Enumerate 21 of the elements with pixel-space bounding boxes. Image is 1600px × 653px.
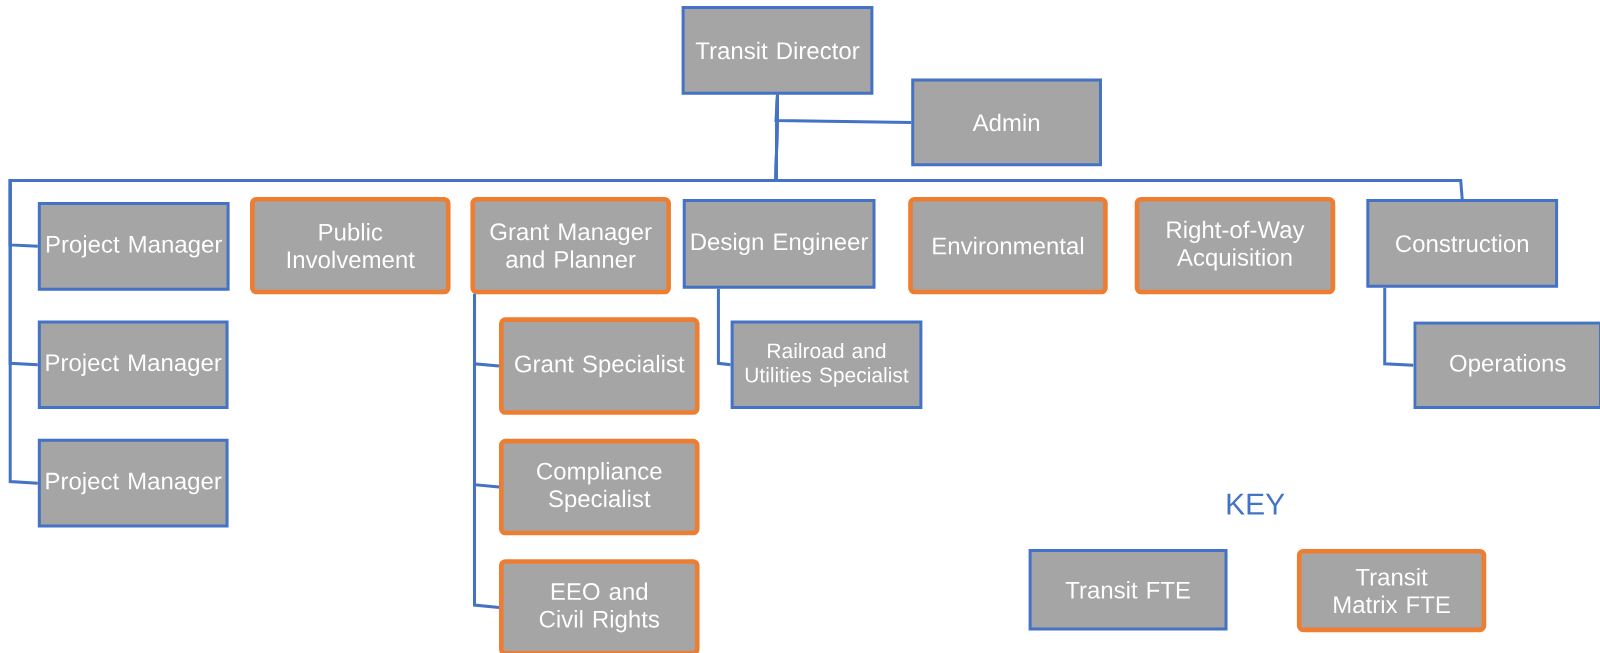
org-box: Operations: [1413, 321, 1600, 410]
org-box: Compliance Specialist: [499, 438, 700, 536]
org-box: Public Involvement: [250, 196, 451, 295]
org-box: Grant Manager and Planner: [470, 196, 671, 295]
org-box: Environmental: [908, 196, 1108, 295]
org-box: EEO and Civil Rights: [499, 559, 700, 653]
org-box: Railroad and Utilities Specialist: [730, 320, 923, 410]
org-box: Project Manager: [37, 320, 229, 410]
org-box: Admin: [911, 78, 1102, 167]
org-box: Project Manager: [37, 202, 230, 291]
org-box: Transit Director: [681, 6, 874, 95]
key-heading: KEY: [1227, 493, 1285, 515]
connector-line: [774, 94, 1464, 200]
org-box: Project Manager: [37, 438, 229, 528]
org-box: Grant Specialist: [499, 317, 700, 415]
org-box: Design Engineer: [682, 199, 876, 289]
connector-line: [716, 288, 731, 367]
connector-line: [473, 294, 500, 609]
connector-line: [1383, 287, 1414, 367]
org-box: Right-of-Way Acquisition: [1134, 196, 1336, 295]
org-box: Construction: [1366, 199, 1559, 288]
